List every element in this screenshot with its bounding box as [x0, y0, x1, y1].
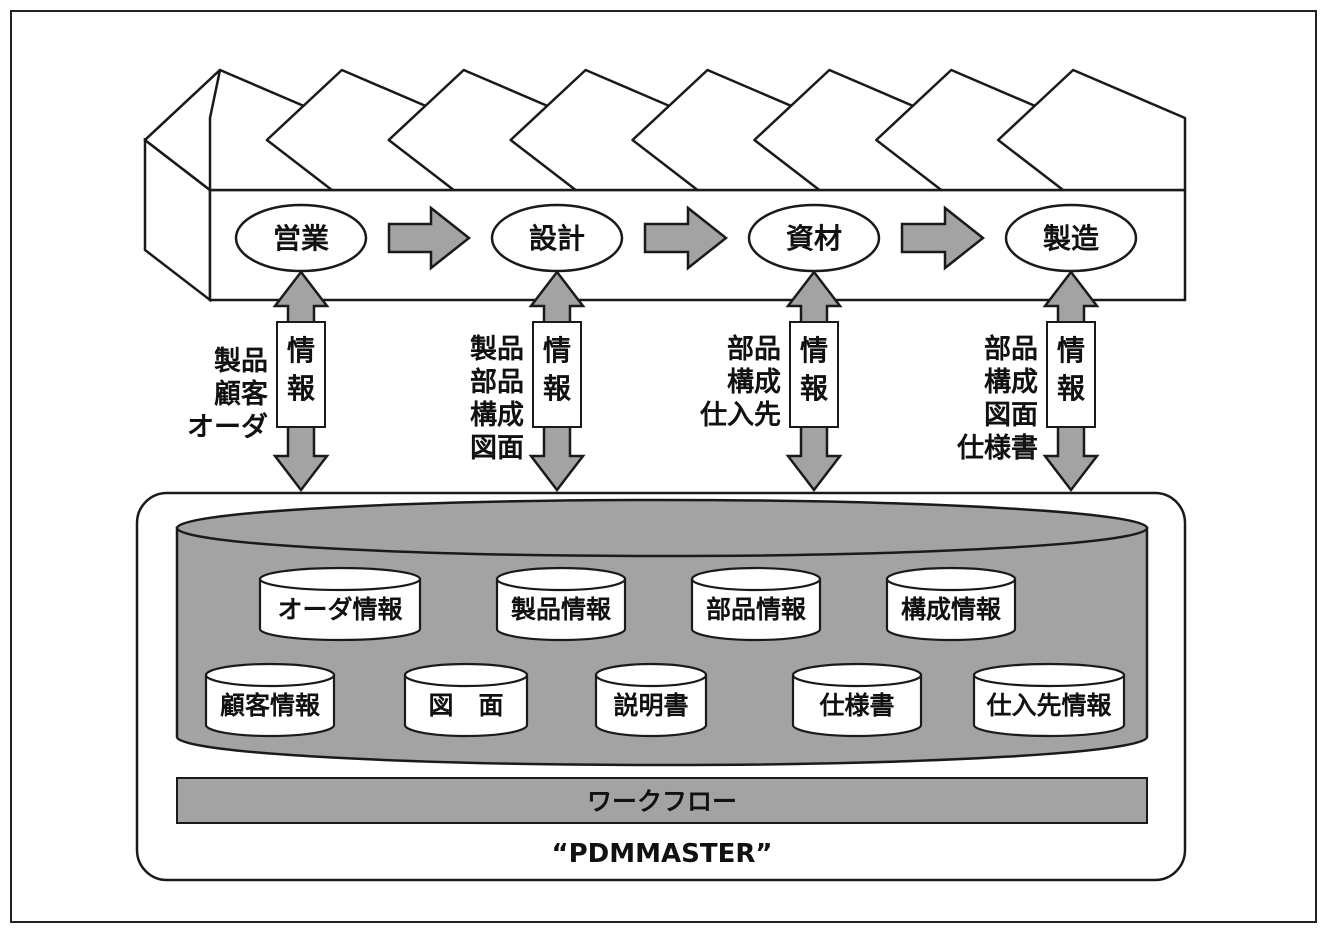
- info-label-char: 情: [800, 334, 828, 367]
- data-store-label: 仕様書: [818, 691, 894, 720]
- data-store-label: 図 面: [428, 691, 503, 720]
- exchanged-item: 仕様書: [956, 433, 1038, 464]
- exchanged-item: オーダ: [187, 411, 268, 443]
- data-store-top: [260, 568, 420, 590]
- data-store-top: [692, 568, 820, 590]
- data-store-label: 製品情報: [510, 595, 612, 624]
- department-label: 製造: [1043, 222, 1099, 255]
- exchanged-item: 部品: [727, 333, 781, 365]
- data-store-top: [793, 664, 921, 686]
- info-label-char: 報: [1057, 372, 1086, 405]
- exchanged-item: 製品: [470, 334, 524, 365]
- data-store-top: [405, 664, 527, 686]
- exchanged-item: 部品: [470, 366, 524, 398]
- data-store-label: 説明書: [613, 691, 688, 720]
- info-label-char: 情: [1057, 334, 1085, 367]
- exchanged-item: 製品: [214, 346, 268, 377]
- info-label-char: 報: [800, 372, 829, 405]
- exchanged-item: 構成: [984, 367, 1038, 398]
- exchanged-item: 構成: [470, 400, 524, 431]
- department-label: 設計: [529, 222, 585, 255]
- system-name: “PDMMASTER”: [552, 839, 773, 869]
- data-store-label: 仕入先情報: [985, 691, 1112, 720]
- exchanged-item: 仕入先: [699, 400, 781, 431]
- data-store-label: 構成情報: [901, 595, 1002, 624]
- data-store-top: [596, 664, 706, 686]
- workflow-label: ワークフロー: [587, 787, 737, 816]
- data-store-top: [974, 664, 1124, 686]
- data-store-top: [497, 568, 625, 590]
- exchanged-item: 図面: [984, 400, 1038, 431]
- info-label-char: 情: [287, 334, 315, 367]
- database-drum-top: [177, 500, 1147, 556]
- exchanged-item: 図面: [470, 433, 524, 464]
- data-store-top: [887, 568, 1015, 590]
- data-store-label: オーダ情報: [277, 595, 403, 624]
- info-label-char: 情: [543, 334, 571, 367]
- department-label: 資材: [786, 222, 842, 255]
- exchanged-item: 部品: [984, 333, 1038, 365]
- data-store-top: [206, 664, 334, 686]
- info-label-char: 報: [287, 372, 316, 405]
- exchanged-item: 顧客: [214, 378, 269, 410]
- factory-sawtooth-roof: [145, 70, 1185, 190]
- info-label-char: 報: [543, 372, 572, 405]
- data-store-label: 部品情報: [706, 595, 807, 624]
- data-store-label: 顧客情報: [220, 691, 321, 720]
- exchanged-item: 構成: [727, 367, 781, 398]
- department-label: 営業: [273, 222, 329, 255]
